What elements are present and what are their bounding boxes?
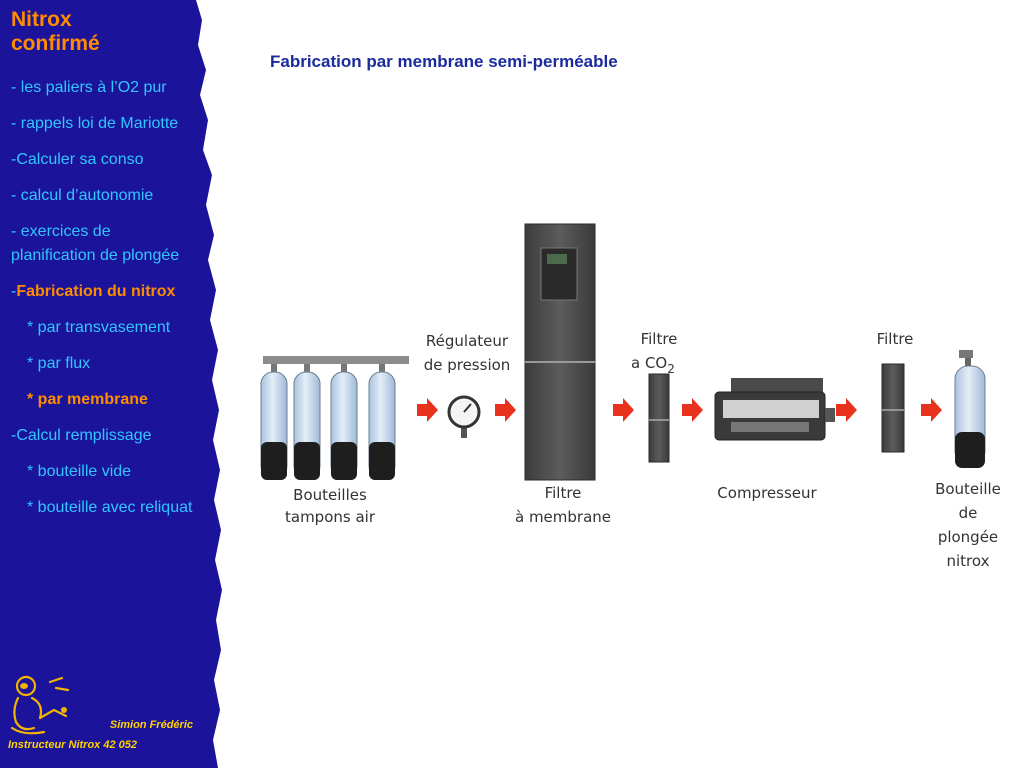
sidebar-title-line2: confirmé	[11, 32, 100, 55]
compressor	[714, 378, 835, 441]
diver-logo-icon	[10, 675, 70, 735]
buffer-tank	[293, 364, 321, 480]
arrow-right-icon	[921, 398, 942, 422]
membrane-process-diagram: Bouteilles tampons air Régulateur de pre…	[260, 223, 1001, 570]
arrow-right-icon	[682, 398, 703, 422]
sidebar-nav: - les paliers à l’O2 pur - rappels loi d…	[11, 76, 196, 532]
label-compressor: Compresseur	[717, 484, 817, 502]
nav-item-flux[interactable]: * par flux	[27, 355, 91, 372]
nav-item-mariotte[interactable]: - rappels loi de Mariotte	[11, 115, 179, 132]
nav-item-fabrication-label: Fabrication du nitrox	[16, 283, 176, 300]
buffer-tank	[330, 364, 358, 480]
arrow-right-icon	[836, 398, 857, 422]
label-co2-text: a CO	[631, 354, 667, 372]
nav-item-transvasement[interactable]: * par transvasement	[27, 319, 171, 336]
nav-item-fabrication[interactable]: -Fabrication du nitrox	[11, 280, 196, 304]
arrow-right-icon	[417, 398, 438, 422]
author-credit: Simion Frédéric Instructeur Nitrox 42 05…	[8, 715, 193, 755]
membrane-filter	[524, 223, 596, 481]
arrow-right-icon	[495, 398, 516, 422]
tank-manifold	[263, 356, 409, 364]
filter	[881, 363, 905, 453]
nav-item-paliers[interactable]: - les paliers à l’O2 pur	[11, 79, 167, 96]
label-tanks-line1: Bouteilles	[293, 486, 367, 504]
label-regulator-line1: Régulateur	[426, 332, 509, 350]
buffer-tank	[368, 364, 396, 480]
nav-item-membrane[interactable]: * par membrane	[27, 391, 148, 408]
nav-item-autonomie[interactable]: - calcul d’autonomie	[11, 187, 154, 204]
label-co2-subscript: 2	[667, 362, 675, 376]
author-name: Simion Frédéric	[109, 719, 193, 731]
label-bottle-line4: nitrox	[947, 552, 990, 570]
label-regulator-line2: de pression	[424, 356, 511, 374]
nav-item-fabrication-prefix: -	[11, 283, 17, 300]
label-bottle-line3: plongée	[938, 528, 998, 546]
sidebar-background	[0, 0, 222, 768]
co2-filter	[648, 373, 670, 463]
nav-item-planification[interactable]: - exercices de planification de plongée	[11, 223, 180, 264]
sidebar-title: Nitrox confirmé	[11, 8, 100, 56]
author-title: Instructeur Nitrox 42 052	[8, 739, 137, 751]
nav-item-remplissage[interactable]: -Calcul remplissage	[11, 427, 152, 444]
nav-item-bouteille-vide[interactable]: * bouteille vide	[27, 463, 132, 480]
nav-item-bouteille-reliquat[interactable]: * bouteille avec reliquat	[27, 499, 193, 516]
label-bottle-line1: Bouteille	[935, 480, 1001, 498]
page-title: Fabrication par membrane semi-perméable	[270, 52, 618, 71]
dive-bottle	[954, 350, 986, 468]
arrow-right-icon	[613, 398, 634, 422]
flow-arrows	[417, 398, 942, 422]
label-co2-line2: a CO2	[631, 354, 675, 376]
label-co2-line1: Filtre	[641, 330, 678, 348]
pressure-gauge-icon	[447, 395, 481, 438]
label-filter: Filtre	[877, 330, 914, 348]
label-tanks-line2: tampons air	[285, 508, 376, 526]
label-bottle-line2: de	[959, 504, 978, 522]
sidebar-title-line1: Nitrox	[11, 8, 72, 31]
nav-item-conso[interactable]: -Calculer sa conso	[11, 151, 144, 168]
label-membrane-line1: Filtre	[545, 484, 582, 502]
buffer-tank	[260, 364, 288, 480]
buffer-tanks	[260, 356, 409, 480]
label-membrane-line2: à membrane	[515, 508, 611, 526]
